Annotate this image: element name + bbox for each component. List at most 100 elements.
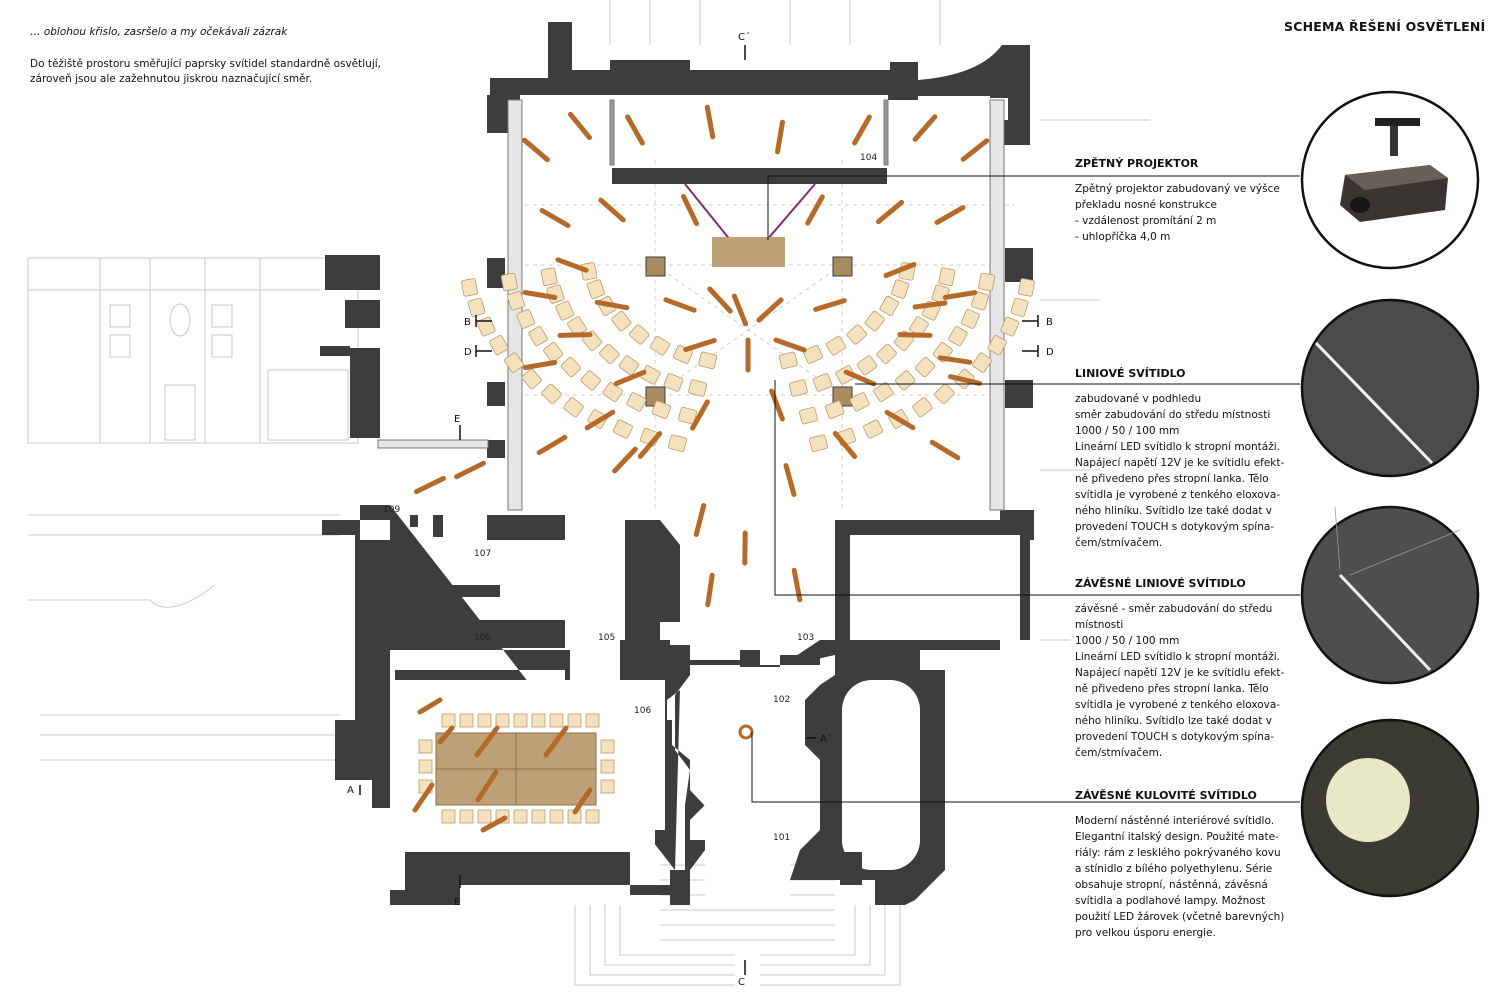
seat [778, 351, 798, 370]
seat [803, 345, 823, 364]
seat [825, 335, 847, 356]
linear-light [539, 208, 571, 228]
chair [477, 809, 492, 824]
seat [856, 355, 878, 376]
seat [873, 382, 894, 402]
linear-light [572, 787, 593, 815]
linear-light [947, 374, 983, 386]
chair [600, 739, 615, 754]
seat [972, 352, 992, 373]
linear-light [876, 199, 904, 225]
svg-text:C: C [738, 977, 745, 988]
seat [543, 342, 564, 363]
section-marks [359, 45, 1039, 975]
seat [540, 267, 558, 286]
leader-lines [751, 175, 1300, 803]
linear-light [756, 297, 784, 323]
linear-light [690, 399, 710, 431]
svg-text:C´: C´ [738, 31, 750, 43]
item-globe-light: ZÁVĚSNÉ KULOVITÉ SVÍTIDLO Moderní nástěn… [1075, 788, 1295, 941]
linear-light [912, 114, 938, 142]
seat [798, 406, 818, 425]
seat [651, 400, 672, 419]
seat [507, 291, 525, 311]
linear-light [960, 138, 990, 162]
chair [531, 809, 546, 824]
seat [504, 352, 524, 373]
seat [809, 434, 828, 452]
linear-light [843, 369, 877, 387]
seat [626, 392, 647, 412]
linear-light [773, 337, 807, 353]
chair [459, 713, 474, 728]
seat [555, 300, 575, 321]
room-label: 102 [773, 695, 790, 705]
pendant-linear-light-photo-icon [1334, 506, 1461, 672]
chair [600, 759, 615, 774]
item-title: LINIOVÉ SVÍTIDLO [1075, 367, 1186, 380]
linear-light [417, 697, 443, 715]
seat [663, 373, 684, 392]
chair [477, 713, 492, 728]
item-text: Moderní nástěnné interiérové svítidlo. E… [1075, 815, 1285, 939]
seat [521, 368, 542, 390]
svg-text:A: A [347, 785, 354, 796]
item-title: ZPĚTNÝ PROJEKTOR [1075, 157, 1199, 170]
item-text: Zpětný projektor zabudovaný ve výšce pře… [1075, 183, 1280, 243]
seat [849, 392, 870, 412]
room-label: 101 [773, 833, 790, 843]
seat [489, 335, 509, 356]
projection-screen [612, 168, 887, 184]
seat [864, 310, 885, 332]
svg-text:B: B [464, 317, 471, 328]
section-mark-labels: B D B D C´ C A A´ E E [347, 31, 1054, 988]
linear-light [555, 257, 589, 273]
item-title: ZÁVĚSNÉ KULOVITÉ SVÍTIDLO [1075, 789, 1257, 802]
svg-text:D: D [1046, 347, 1054, 358]
seat [934, 383, 955, 405]
seat [824, 400, 845, 419]
chair [549, 809, 564, 824]
chair [585, 713, 600, 728]
seat [516, 308, 535, 329]
linear-light [707, 286, 733, 314]
seat [599, 343, 620, 365]
seat [560, 356, 582, 378]
product-photos [1300, 90, 1480, 898]
chair [531, 713, 546, 728]
linear-light [594, 299, 630, 311]
seat [563, 397, 584, 418]
seat [611, 310, 632, 332]
linear-light [704, 104, 716, 140]
room-label: 104 [860, 153, 877, 163]
seat [528, 326, 548, 347]
seat [846, 324, 867, 345]
linear-light [683, 338, 717, 352]
seat [788, 379, 808, 397]
seat [629, 324, 650, 345]
linear-light [769, 388, 785, 422]
svg-text:E: E [454, 897, 460, 908]
seat [668, 434, 687, 452]
meeting-chairs [418, 713, 615, 824]
seat [678, 406, 698, 425]
seat [602, 382, 623, 402]
room-label: 103 [797, 633, 814, 643]
svg-text:B: B [1046, 317, 1053, 328]
linear-light [475, 769, 499, 803]
seat [580, 370, 601, 391]
seat [812, 373, 833, 392]
linear-light [783, 463, 797, 497]
linear-light [480, 815, 508, 833]
linear-light [536, 434, 568, 456]
chair [513, 809, 528, 824]
chair [441, 713, 456, 728]
linear-light [693, 503, 707, 537]
linear-light [934, 205, 966, 225]
linear-light-photo-icon [1314, 341, 1434, 465]
item-text: závěsné - směr zabudování do středu míst… [1075, 603, 1285, 759]
linear-light [929, 439, 961, 461]
intro-description: Do těžiště prostoru směřující paprsky sv… [30, 58, 382, 85]
linear-light [522, 137, 550, 163]
